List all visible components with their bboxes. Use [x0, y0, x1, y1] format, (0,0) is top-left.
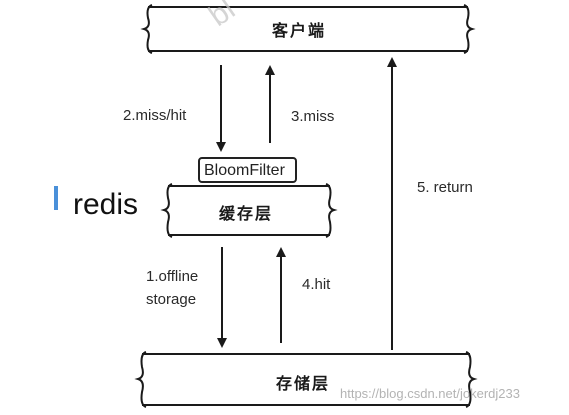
watermark-url: https://blog.csdn.net/jokerdj233: [340, 386, 520, 401]
bloom-filter-box: BloomFilter: [198, 157, 297, 183]
edge-label-miss: 3.miss: [291, 108, 335, 125]
storage-layer-label: 存储层: [276, 374, 331, 393]
client-layer-box: [140, 4, 476, 54]
redis-label: redis: [73, 188, 139, 221]
redis-accent-bar: [54, 186, 58, 210]
cache-layer-box: [160, 183, 338, 238]
edge-label-return: 5. return: [417, 179, 473, 196]
edge-label-miss-hit: 2.miss/hit: [123, 107, 187, 124]
cache-layer-label: 缓存层: [219, 204, 274, 223]
storage-layer-box: [134, 351, 478, 408]
edge-label-offline-line1: 1.offline: [146, 268, 199, 285]
bloom-filter-label: BloomFilter: [204, 162, 285, 179]
client-layer-label: 客户端: [272, 21, 327, 40]
edge-label-hit: 4.hit: [302, 276, 331, 293]
edge-label-offline-line2: storage: [146, 291, 197, 308]
